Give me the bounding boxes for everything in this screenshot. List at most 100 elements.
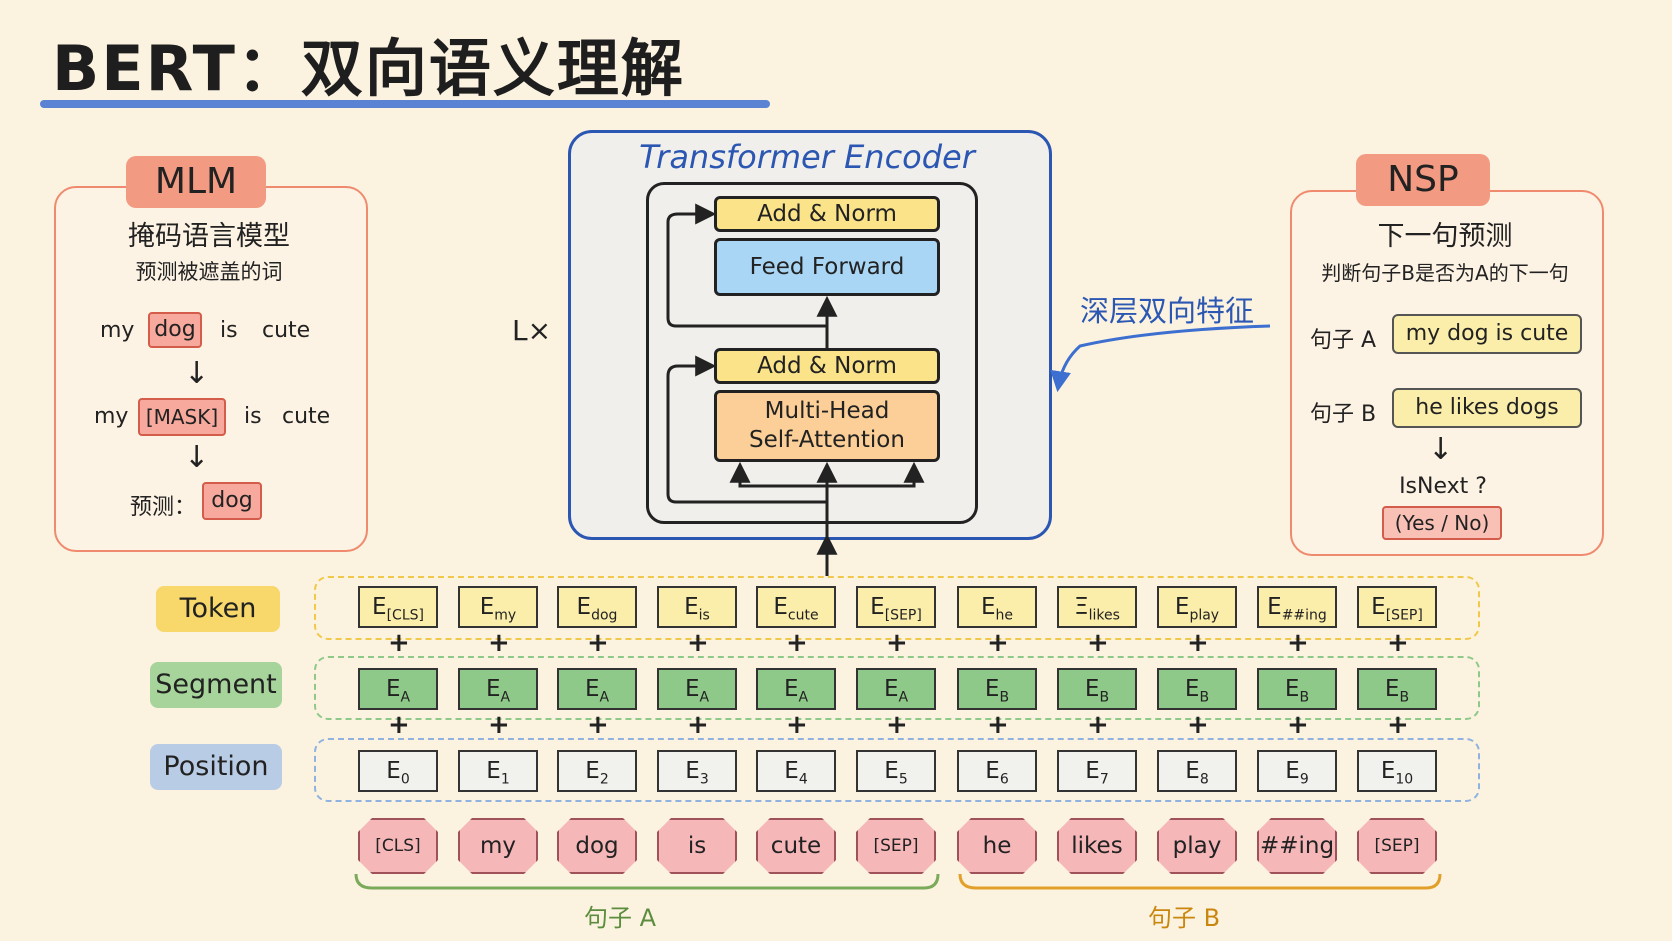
segment-embedding: EA [657, 668, 737, 710]
segment-embedding: EB [1157, 668, 1237, 710]
plus-icon: + [1187, 710, 1209, 740]
segment-row-box [314, 656, 1480, 720]
sentence-b-label: 句子 B [1148, 904, 1221, 932]
embedding-subscript: A [599, 689, 610, 706]
input-token: he [957, 818, 1037, 874]
embedding-base: E [1084, 676, 1100, 702]
embedding-subscript: is [698, 607, 710, 624]
embedding-base: E [1371, 594, 1386, 620]
embedding-subscript: B [1299, 689, 1310, 706]
mlm-word: is [220, 318, 238, 343]
embedding-subscript: he [995, 607, 1014, 624]
plus-icon: + [1387, 710, 1409, 740]
plus-icon: + [488, 628, 510, 658]
mha-line2: Self-Attention [749, 427, 905, 453]
mlm-subheading: 预测被遮盖的词 [135, 260, 283, 284]
plus-icon: + [886, 710, 908, 740]
position-embedding: E10 [1357, 750, 1437, 792]
embedding-base: E [1267, 594, 1282, 620]
nsp-answer: (Yes / No) [1382, 506, 1502, 540]
token-embedding: Ξlikes [1057, 586, 1137, 628]
nsp-tag: NSP [1356, 154, 1490, 206]
embedding-base: E [985, 758, 1000, 784]
position-embedding: E9 [1257, 750, 1337, 792]
down-arrow-icon: ↓ [184, 440, 210, 475]
feed-forward: Feed Forward [714, 238, 940, 296]
position-embedding: E5 [856, 750, 936, 792]
embedding-base: E [584, 676, 600, 702]
embedding-subscript: 9 [1299, 771, 1309, 788]
plus-icon: + [1287, 628, 1309, 658]
embedding-base: E [870, 594, 885, 620]
segment-embedding: EB [1257, 668, 1337, 710]
plus-icon: + [886, 628, 908, 658]
nsp-subheading: 判断句子B是否为A的下一句 [1321, 261, 1569, 285]
token-embedding: Emy [458, 586, 538, 628]
page-title: BERT：双向语义理解 [52, 32, 685, 105]
embedding-base: E [576, 594, 592, 620]
plus-icon: + [987, 710, 1009, 740]
token-embedding: Eis [657, 586, 737, 628]
token-embedding: Ecute [756, 586, 836, 628]
embedding-base: E [1085, 758, 1100, 784]
position-embedding: E3 [657, 750, 737, 792]
add-norm-top: Add & Norm [714, 196, 940, 232]
embedding-subscript: [SEP] [1385, 607, 1423, 624]
mlm-masked-word: dog [148, 312, 202, 348]
position-embedding: E8 [1157, 750, 1237, 792]
nsp-heading: 下一句预测 [1377, 221, 1513, 252]
embedding-subscript: 1 [500, 771, 510, 788]
plus-icon: + [388, 710, 410, 740]
segment-embedding: EA [557, 668, 637, 710]
plus-icon: + [786, 628, 808, 658]
down-arrow-icon: ↓ [184, 356, 210, 391]
embedding-subscript: A [400, 689, 411, 706]
plus-icon: + [587, 628, 609, 658]
embedding-base: E [984, 676, 1000, 702]
embedding-subscript: 0 [400, 771, 410, 788]
plus-icon: + [1387, 628, 1409, 658]
segment-embedding: EB [1357, 668, 1437, 710]
embedding-base: E [784, 758, 799, 784]
embedding-base: E [479, 594, 495, 620]
embedding-subscript: A [898, 689, 909, 706]
input-token: play [1157, 818, 1237, 874]
mlm-word: cute [262, 318, 311, 343]
nsp-label-a: 句子 A [1310, 328, 1377, 353]
mlm-tag: MLM [126, 156, 266, 208]
input-token: ##ing [1257, 818, 1337, 874]
position-embedding: E6 [957, 750, 1037, 792]
token-row-box [314, 576, 1480, 640]
plus-icon: + [388, 628, 410, 658]
title-underline [40, 100, 770, 108]
embedding-base: E [372, 594, 387, 620]
embedding-subscript: [SEP] [884, 607, 922, 624]
embedding-subscript: 4 [798, 771, 808, 788]
add-norm-bottom: Add & Norm [714, 348, 940, 384]
position-embedding: E4 [756, 750, 836, 792]
embedding-subscript: 7 [1099, 771, 1109, 788]
embedding-base: E [385, 676, 401, 702]
embedding-base: E [980, 594, 996, 620]
mlm-predict-value: dog [202, 482, 262, 520]
nsp-sentence-a: my dog is cute [1392, 314, 1582, 354]
embedding-subscript: B [1099, 689, 1110, 706]
plus-icon: + [587, 710, 609, 740]
segment-embedding: EA [458, 668, 538, 710]
embedding-subscript: dog [591, 607, 618, 624]
embedding-base: E [1384, 676, 1400, 702]
embedding-base: E [1380, 758, 1396, 784]
mha-line1: Multi-Head [764, 398, 890, 424]
encoder-title: Transformer Encoder [639, 138, 975, 176]
down-arrow-icon: ↓ [1428, 432, 1454, 467]
embedding-subscript: my [494, 607, 517, 624]
embedding-base: E [1284, 676, 1300, 702]
embedding-subscript: 2 [599, 771, 609, 788]
mlm-word: my [94, 404, 129, 429]
mlm-mask-token: [MASK] [138, 398, 226, 436]
position-row-label: Position [150, 744, 282, 790]
multi-head-attention: Multi-Head Self-Attention [714, 390, 940, 462]
embedding-subscript: B [999, 689, 1010, 706]
input-token: [SEP] [856, 818, 936, 874]
embedding-subscript: B [1399, 689, 1410, 706]
